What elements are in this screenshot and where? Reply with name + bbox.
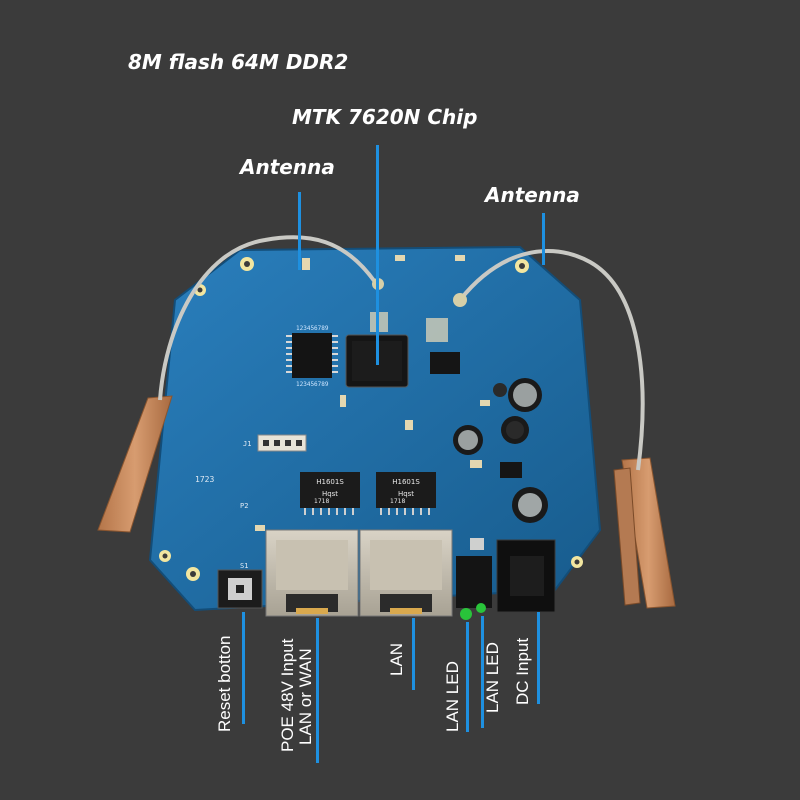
lan-label: LAN — [387, 642, 406, 676]
silk-j1: J1 — [243, 440, 251, 448]
pointer-chip — [376, 145, 379, 365]
pointer-poe — [316, 618, 319, 763]
pointer-lan-led-1 — [466, 622, 469, 732]
antenna-left-label: Antenna — [240, 155, 335, 179]
silk-s1: S1 — [240, 562, 248, 570]
antenna-cable-left — [158, 235, 377, 401]
pointer-antenna-left — [298, 192, 301, 270]
capacitors — [453, 378, 548, 523]
magnetics-2-code: 1718 — [390, 498, 405, 505]
flash-code-top: 123456789 — [296, 325, 329, 332]
antenna-left-element — [97, 395, 173, 533]
magnetics-2-brand: Hqst — [398, 490, 414, 498]
flash-code-bottom: 123456789 — [296, 381, 329, 388]
poe-label-line2: LAN or WAN — [296, 648, 315, 745]
smd-components — [255, 255, 522, 531]
poe-label-line1: POE 48V Input — [278, 638, 297, 752]
pointer-dc — [537, 612, 540, 704]
magnetics-1-code: 1718 — [314, 498, 329, 505]
magnetics-2-part: H1601S — [392, 478, 420, 486]
lan-led-label-1: LAN LED — [443, 661, 462, 732]
silk-p2: P2 — [240, 502, 248, 510]
dc-jack — [496, 539, 556, 613]
led-block — [456, 538, 492, 620]
rj45-port-poe — [265, 529, 359, 617]
lan-led-label-2: LAN LED — [483, 642, 502, 713]
rj45-port-lan — [359, 529, 453, 617]
chip-label: MTK 7620N Chip — [292, 105, 478, 129]
memory-label: 8M flash 64M DDR2 — [128, 50, 349, 74]
pin-header — [257, 434, 307, 452]
reset-button — [217, 569, 263, 609]
silk-1723: 1723 — [195, 475, 214, 484]
pointer-reset — [242, 612, 245, 724]
magnetics-1-brand: Hqst — [322, 490, 338, 498]
dc-input-label: DC Input — [513, 637, 532, 705]
antenna-cable-right — [458, 249, 645, 471]
magnetics-1 — [300, 472, 360, 508]
magnetics-1-part: H1601S — [316, 478, 344, 486]
mounting-holes — [159, 257, 583, 581]
pointer-antenna-right — [542, 213, 545, 265]
magnetics-2 — [376, 472, 436, 508]
ddr2-chip — [292, 333, 332, 378]
pointer-lan-led-2 — [481, 616, 484, 728]
pointer-lan — [412, 618, 415, 690]
antenna-right-label: Antenna — [485, 183, 580, 207]
reset-label: Reset botton — [215, 635, 234, 732]
